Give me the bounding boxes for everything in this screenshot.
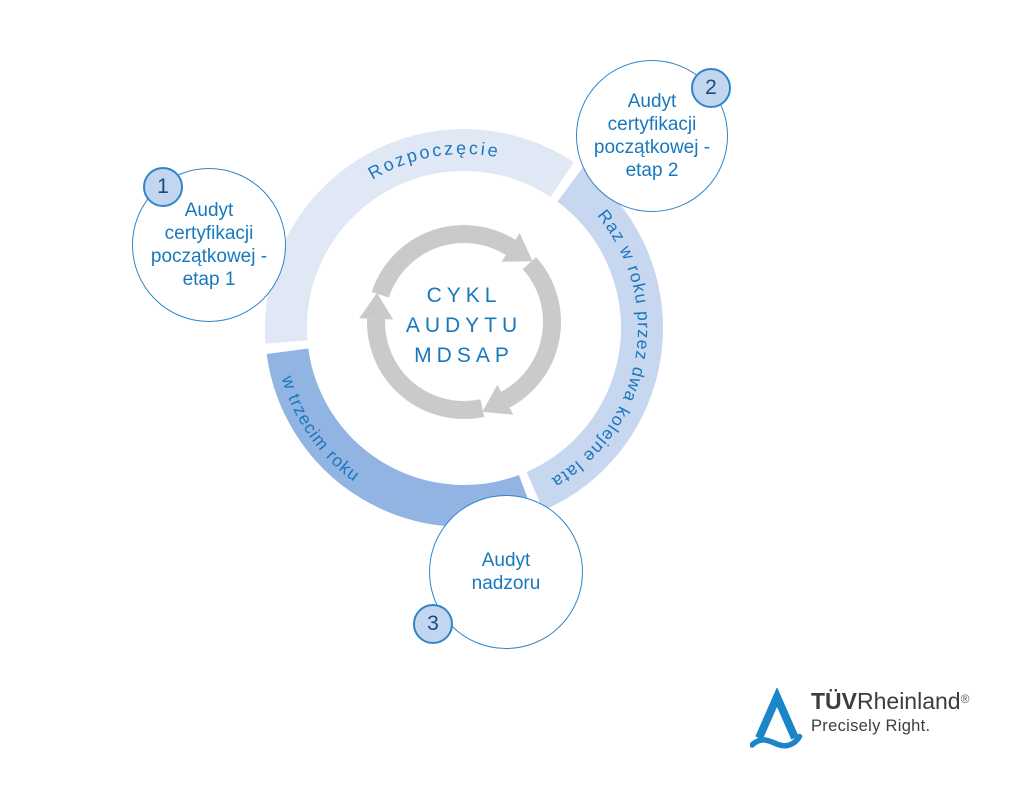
- ring-segment-rozpoczecie: [264, 129, 574, 344]
- node1-line4: etap 1: [182, 269, 236, 290]
- ring-segment-w-trzecim-roku: [266, 348, 534, 527]
- node2-line3: początkowej -: [593, 137, 711, 158]
- tuv-rheinland-logo: TÜVRheinland® Precisely Right.: [750, 688, 969, 752]
- cycle-title-line3: MDSAP: [414, 344, 514, 367]
- cycle-title-line2: AUDYTU: [405, 314, 523, 337]
- logo-name-regular: Rheinland: [857, 688, 961, 714]
- node2-line1: Audyt: [627, 91, 677, 112]
- node1-line1: Audyt: [184, 200, 234, 221]
- cycle-title-line1: CYKL: [426, 284, 502, 307]
- node1-line2: certyfikacji: [164, 223, 254, 244]
- tuv-triangle-icon: [750, 688, 803, 749]
- cycle-arrows-icon: [359, 225, 561, 419]
- registered-trademark-icon: ®: [960, 692, 970, 706]
- badge-3-number: 3: [427, 612, 439, 635]
- badge-1-number: 1: [157, 175, 169, 198]
- node3-line1: Audyt: [481, 550, 531, 571]
- badge-2-number: 2: [705, 76, 717, 99]
- node1-line3: początkowej -: [150, 246, 268, 267]
- node2-line2: certyfikacji: [607, 114, 697, 135]
- logo-text-block: TÜVRheinland® Precisely Right.: [811, 688, 969, 736]
- logo-name: TÜVRheinland®: [811, 688, 969, 714]
- node-initial-certification-stage1: Audyt certyfikacji początkowej - etap 1: [132, 168, 286, 322]
- logo-tagline: Precisely Right.: [811, 717, 931, 735]
- badge-step-3: 3: [413, 604, 453, 644]
- cycle-title: CYKL AUDYTU MDSAP: [354, 281, 574, 371]
- node3-line2: nadzoru: [471, 573, 541, 594]
- node2-line4: etap 2: [625, 160, 679, 181]
- logo-name-bold: TÜV: [811, 688, 857, 714]
- ring-segment-raz-w-roku: [526, 168, 663, 511]
- badge-step-1: 1: [143, 167, 183, 207]
- arc-label-w-trzecim-roku: w trzecim roku: [277, 372, 364, 485]
- node-surveillance-audit: Audyt nadzoru: [429, 495, 583, 649]
- badge-step-2: 2: [691, 68, 731, 108]
